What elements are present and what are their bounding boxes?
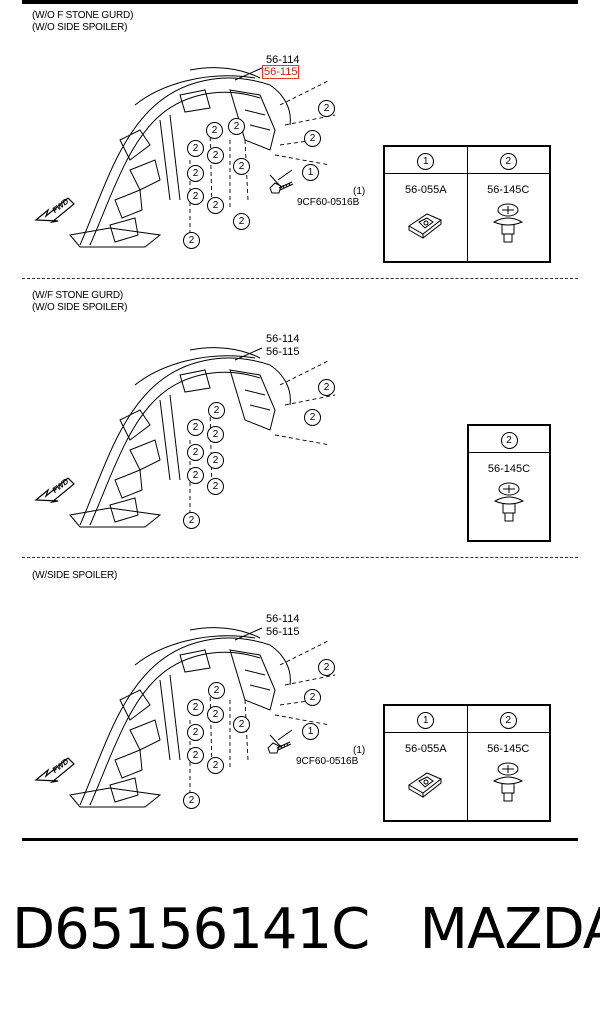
section-2-condition-1: (W/F STONE GURD) — [32, 290, 124, 301]
section-3-callout-2: 2 — [183, 792, 200, 809]
section-3-ref-56-114: 56-114 — [266, 613, 300, 625]
clip-nut-icon — [407, 772, 442, 798]
fwd-arrow-icon: FWD — [34, 757, 75, 783]
section-1-callout-2: 2 — [187, 165, 204, 182]
push-clip-icon — [493, 762, 524, 802]
section-3-legend: 1 2 56-055A 56-145C — [383, 704, 551, 822]
section-1-callout-2: 2 — [233, 158, 250, 175]
legend-callout-2: 2 — [500, 431, 518, 449]
section-2-callout-2: 2 — [304, 409, 321, 426]
section-3-ref-56-115: 56-115 — [266, 626, 300, 638]
section-1-callout-2: 2 — [228, 118, 245, 135]
legend-callout-2: 2 — [499, 152, 517, 170]
section-1-callout-2: 2 — [233, 213, 250, 230]
section-2-callout-2: 2 — [207, 426, 224, 443]
section-1-ref-56-115-highlighted[interactable]: 56-115 — [262, 65, 300, 79]
section-3-bolt-icon — [267, 741, 292, 754]
section-3-conditions: (W/SIDE SPOILER) — [32, 570, 117, 582]
section-3-callout-2: 2 — [207, 757, 224, 774]
fwd-arrow-icon: FWD — [34, 477, 75, 503]
section-1-ref-56-114: 56-114 — [266, 54, 300, 66]
top-border — [22, 0, 578, 4]
section-1-legend: 1 2 56-055A 56-145C — [383, 145, 551, 263]
section-1-condition-2: (W/O SIDE SPOILER) — [32, 22, 128, 33]
section-1-callout-1: 1 — [302, 164, 319, 181]
footer-brand: MAZDA — [419, 897, 600, 962]
section-3-callout-2: 2 — [187, 699, 204, 716]
section-2-legend: 2 56-145C — [467, 424, 551, 542]
legend-code-56-145C: 56-145C — [487, 743, 530, 755]
section-1-callout-2: 2 — [207, 197, 224, 214]
fwd-arrow-icon: FWD — [34, 197, 75, 223]
section-3-condition-1: (W/SIDE SPOILER) — [32, 570, 118, 581]
legend-code-56-145C: 56-145C — [487, 463, 531, 475]
section-2-callout-2: 2 — [183, 512, 200, 529]
clip-nut-icon — [407, 213, 442, 239]
section-1-condition-1: (W/O F STONE GURD) — [32, 10, 134, 21]
legend-code-56-055A: 56-055A — [404, 184, 447, 196]
legend-callout-1: 1 — [417, 711, 435, 729]
section-1-callout-2: 2 — [206, 122, 223, 139]
section-2-callout-2: 2 — [187, 444, 204, 461]
section-1-callout-2: 2 — [187, 188, 204, 205]
section-1-callout-2: 2 — [207, 147, 224, 164]
section-3-callout-2: 2 — [187, 747, 204, 764]
section-3-bolt-qty: (1) — [353, 745, 366, 756]
section-3-callout-2: 2 — [318, 659, 335, 676]
section-2-callout-2: 2 — [207, 478, 224, 495]
legend-callout-2: 2 — [499, 711, 517, 729]
section-1-callout-2: 2 — [187, 140, 204, 157]
section-1-callout-2: 2 — [304, 130, 321, 147]
section-1-bolt-icon — [269, 181, 294, 194]
section-2-callout-2: 2 — [207, 452, 224, 469]
legend-callout-1: 1 — [417, 152, 435, 170]
section-2-callout-2: 2 — [318, 379, 335, 396]
section-3-callout-2: 2 — [187, 724, 204, 741]
section-1-fender-liner-drawing — [69, 67, 336, 248]
section-2-callout-2: 2 — [208, 402, 225, 419]
section-1-callout-2: 2 — [318, 100, 335, 117]
push-clip-icon — [493, 482, 525, 522]
section-1-bolt-part: 9CF60-0516B — [297, 197, 360, 208]
section-3-callout-2: 2 — [304, 689, 321, 706]
section-2-fender-liner-drawing — [69, 347, 336, 528]
section-divider-2 — [22, 557, 578, 558]
section-2-ref-56-114: 56-114 — [266, 333, 300, 345]
push-clip-icon — [493, 203, 524, 243]
section-1-callout-2: 2 — [183, 232, 200, 249]
footer-part-number: D65156141C — [12, 897, 370, 962]
section-3-callout-2: 2 — [233, 716, 250, 733]
section-2-ref-56-115: 56-115 — [266, 346, 300, 358]
section-3-callout-1: 1 — [302, 723, 319, 740]
bottom-border — [22, 838, 578, 841]
section-1-bolt-qty: (1) — [353, 186, 366, 197]
section-2-callout-2: 2 — [187, 467, 204, 484]
section-3-fender-liner-drawing — [69, 627, 336, 808]
legend-code-56-145C: 56-145C — [487, 184, 530, 196]
section-1-conditions: (W/O F STONE GURD) (W/O SIDE SPOILER) — [32, 10, 133, 34]
section-2-callout-2: 2 — [187, 419, 204, 436]
section-3-callout-2: 2 — [208, 682, 225, 699]
section-3-bolt-part: 9CF60-0516B — [296, 756, 359, 767]
footer-caption: D65156141C MAZDA — [12, 895, 600, 965]
section-2-conditions: (W/F STONE GURD) (W/O SIDE SPOILER) — [32, 290, 128, 314]
section-3-callout-2: 2 — [207, 706, 224, 723]
section-2-condition-2: (W/O SIDE SPOILER) — [32, 302, 128, 313]
section-divider-1 — [22, 278, 578, 279]
legend-code-56-055A: 56-055A — [404, 743, 447, 755]
